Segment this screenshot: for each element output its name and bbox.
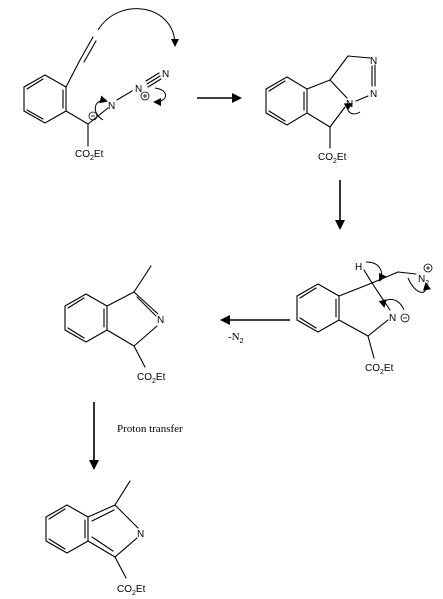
diazo-label: N2: [418, 274, 429, 287]
curly-arrow-n-to-c: [378, 298, 405, 311]
ester-label-2: CO2Et: [318, 152, 347, 165]
condition-step4: Proton transfer: [117, 423, 183, 435]
ester-label-4: CO2Et: [137, 372, 166, 385]
ester-label-3: CO2Et: [365, 363, 394, 376]
curly-arrow-n2-leave: [407, 277, 431, 293]
curly-arrow-h: [365, 261, 387, 282]
azide-n3-label: N: [162, 69, 169, 80]
molecule-triazoline: N N N CO2Et: [265, 55, 377, 165]
triazoline-n2-label: N: [370, 89, 377, 100]
ester-label-5: CO2Et: [117, 584, 146, 597]
h-atom-label: H: [355, 262, 362, 273]
negative-charge-icon-2: [400, 313, 410, 323]
isoindole-n-label: N: [137, 529, 144, 540]
curly-arrow-n3: [153, 87, 166, 106]
azide-n2-label: N: [135, 84, 142, 95]
curly-arrow-n1: [94, 95, 108, 121]
positive-charge-icon-2: [423, 263, 433, 273]
curly-arrow-cycloaddition: [97, 8, 179, 47]
azide-n1-label: N: [108, 101, 115, 112]
molecule-imine: N CO2Et: [64, 265, 166, 385]
condition-step3: -N2: [228, 331, 244, 345]
ring-n-label: N: [389, 313, 396, 324]
curly-arrow-triazoline: [343, 103, 361, 115]
molecule-diazonium: H N2 N CO2Et: [296, 261, 433, 376]
ester-label-1: CO2Et: [75, 149, 104, 162]
positive-charge-icon: [140, 91, 150, 101]
negative-charge-icon: [88, 111, 98, 121]
triazoline-n1-label: N: [370, 56, 377, 67]
molecule-isoindole: N CO2Et: [45, 480, 146, 597]
imine-n-label: N: [157, 315, 164, 326]
molecule-azide-starting-material: N N N CO2Et: [23, 8, 179, 162]
